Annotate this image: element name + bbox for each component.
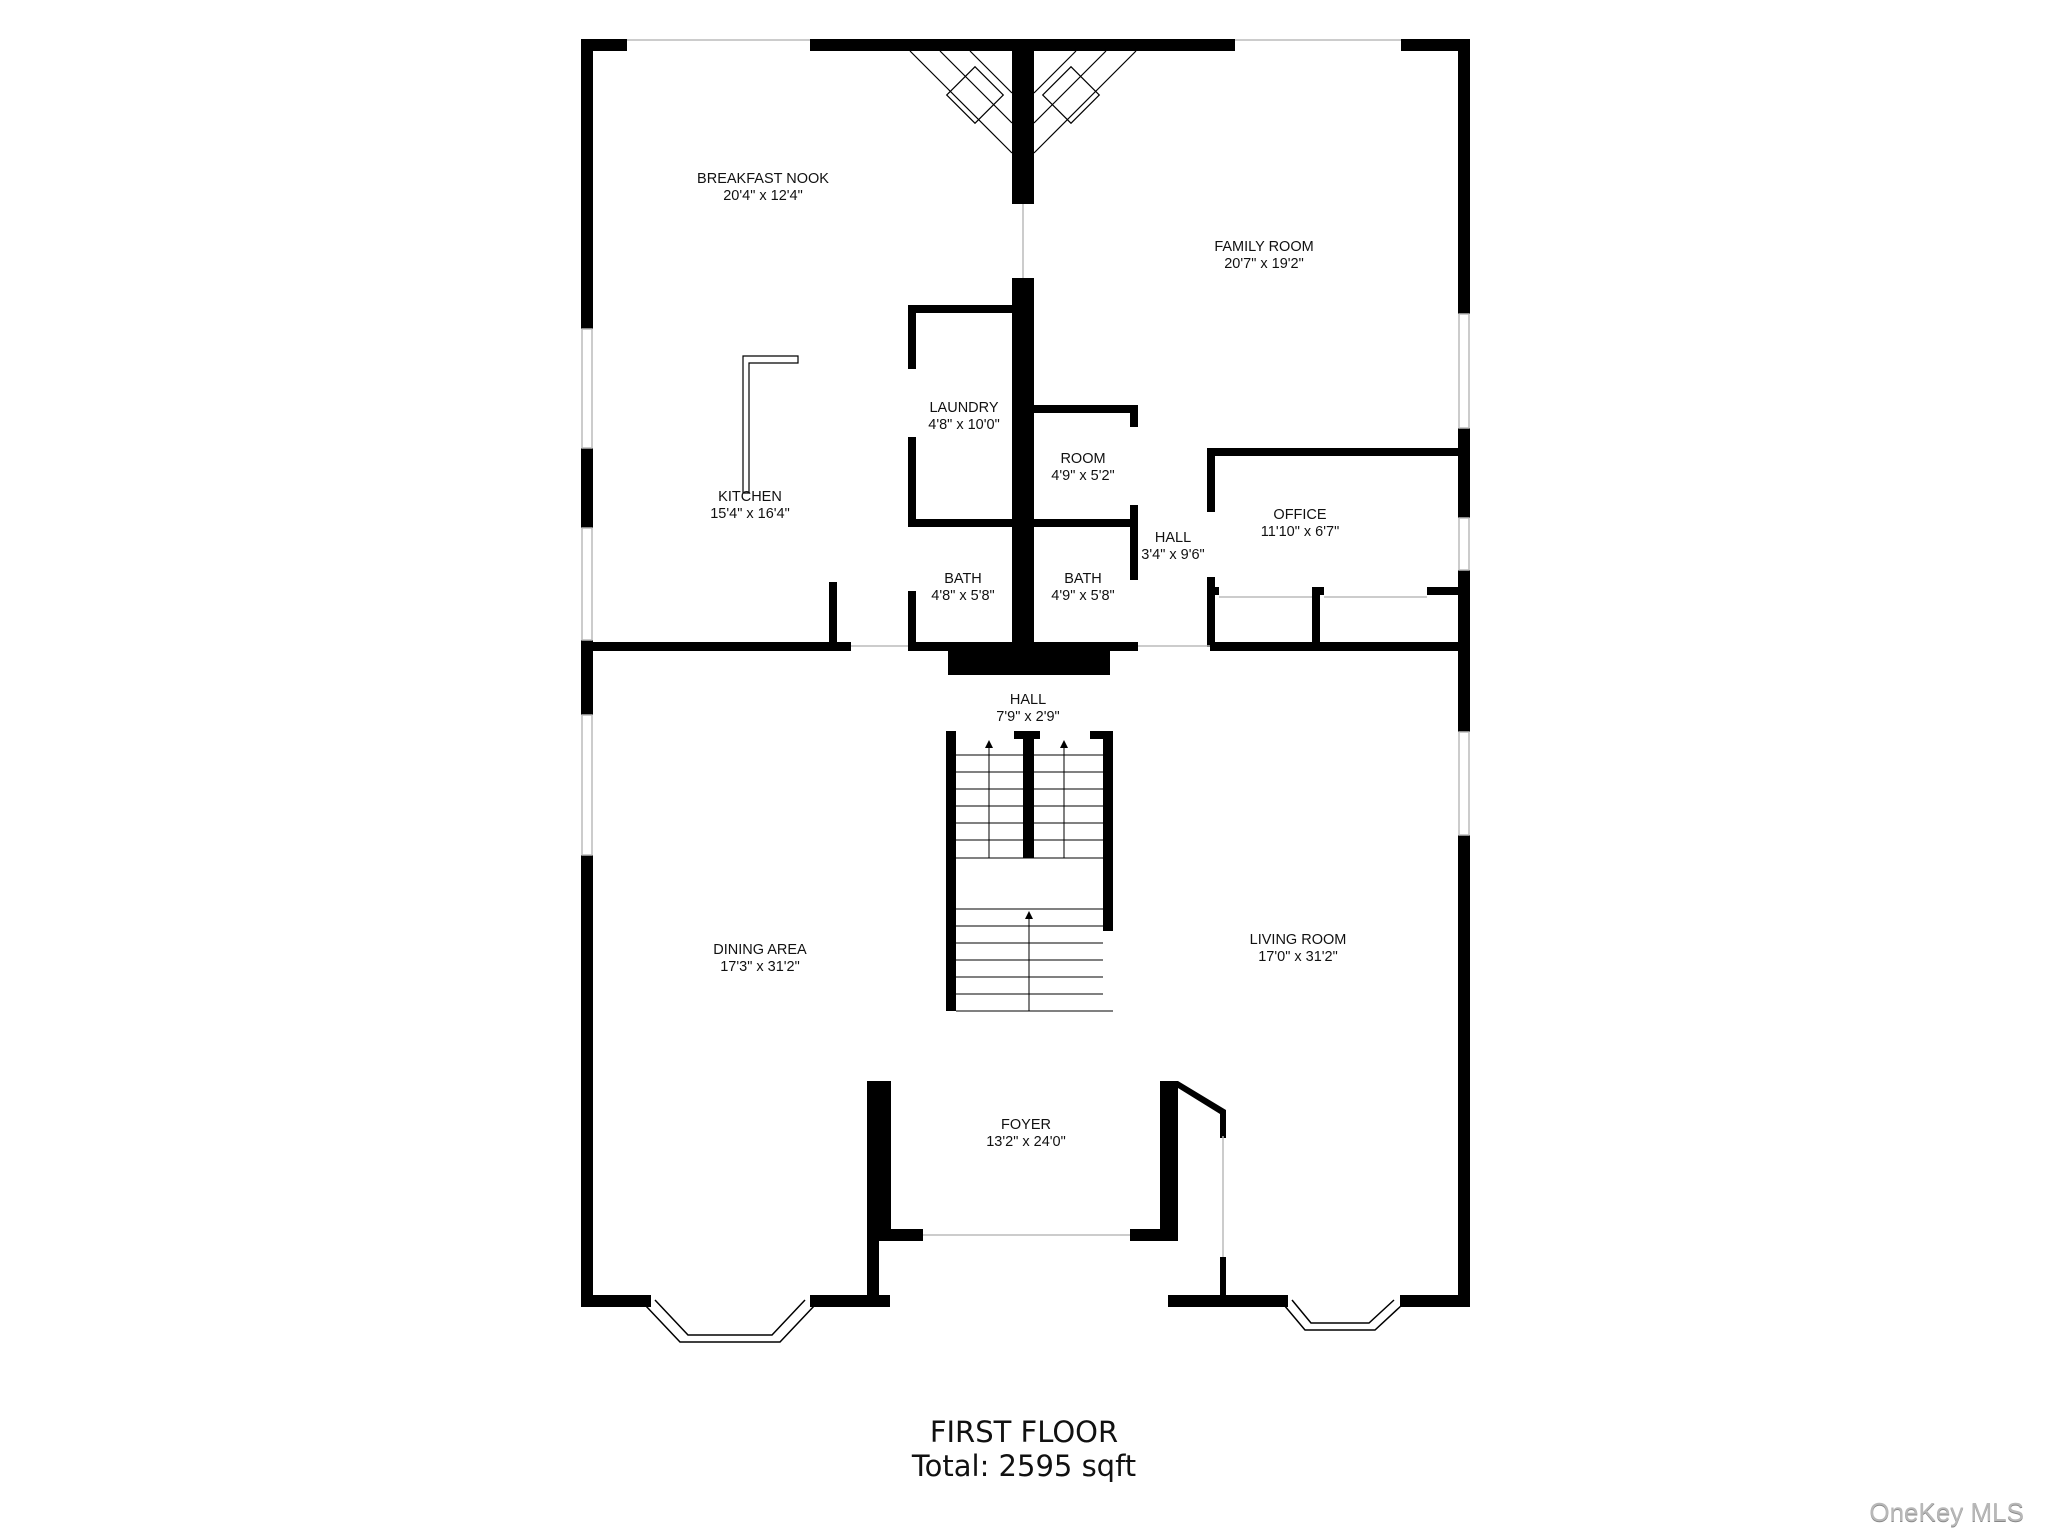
floor-caption: FIRST FLOOR Total: 2595 sqft	[912, 1415, 1136, 1483]
floor-total-area: Total: 2595 sqft	[911, 1449, 1137, 1483]
watermark: OneKey MLS	[1869, 1497, 2024, 1527]
windows	[581, 39, 1470, 1257]
floor-title: FIRST FLOOR	[929, 1415, 1119, 1449]
walls	[581, 39, 1470, 1307]
stair-arrows	[985, 740, 1068, 919]
kitchen-counter	[742, 355, 799, 494]
fireplaces	[909, 50, 1137, 154]
bay-windows	[644, 1299, 1403, 1343]
stairs	[956, 745, 1113, 1012]
